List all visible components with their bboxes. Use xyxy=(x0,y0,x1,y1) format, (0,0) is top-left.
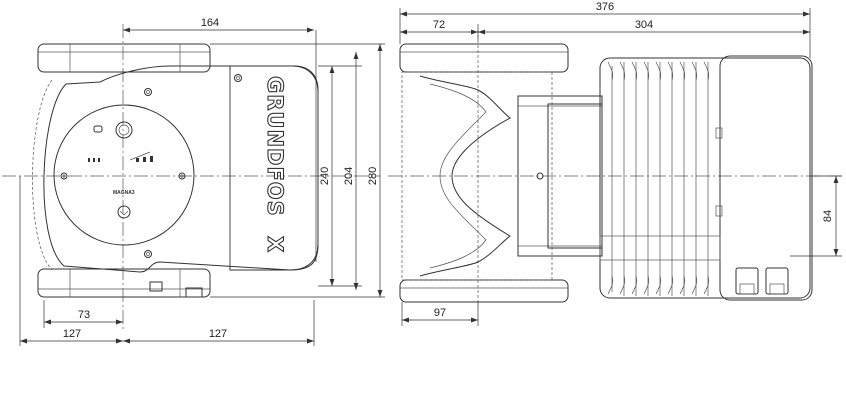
front-view: MAGNA3 GRUNDFOS X xyxy=(2,24,385,346)
front-bottom-tab xyxy=(149,281,163,292)
dimension-304-label: 304 xyxy=(635,19,653,31)
dimension-127-right: 127 xyxy=(123,328,314,344)
side-motor-endcap xyxy=(719,55,813,301)
control-indicator-bars xyxy=(88,151,153,162)
brand-logo: GRUNDFOS X xyxy=(262,75,287,253)
dimension-204-label: 204 xyxy=(343,167,355,185)
control-panel-label: MAGNA3 xyxy=(113,190,135,196)
dimension-240-label: 240 xyxy=(319,167,331,185)
brand-logo-mark: X xyxy=(263,236,287,253)
dimension-280: 280 xyxy=(367,44,383,297)
dimension-376-label: 376 xyxy=(596,1,614,13)
side-top-flange xyxy=(399,43,569,73)
front-hidden-volute xyxy=(32,79,53,271)
side-volute-profile xyxy=(419,75,511,277)
side-hidden-casing xyxy=(401,71,553,281)
control-panel-dial xyxy=(53,104,195,246)
front-bottom-tab xyxy=(185,287,203,298)
dimension-73: 73 xyxy=(44,309,123,325)
dimension-204: 204 xyxy=(343,52,359,290)
dimension-164: 164 xyxy=(123,17,314,33)
control-knob-top xyxy=(115,121,133,139)
control-button-small xyxy=(93,125,103,133)
brand-logo-text: GRUNDFOS xyxy=(263,76,287,217)
front-screws xyxy=(60,74,242,258)
side-view xyxy=(388,8,845,326)
dimension-164-label: 164 xyxy=(201,17,219,29)
side-cooling-fins xyxy=(599,61,723,296)
dimension-127-right-label: 127 xyxy=(209,328,227,340)
dimension-84-label: 84 xyxy=(822,210,834,222)
side-shaft-center xyxy=(536,172,544,180)
dimension-73-label: 73 xyxy=(78,309,90,321)
dimension-280-label: 280 xyxy=(367,167,379,185)
dimension-376: 376 xyxy=(400,1,810,17)
dimension-97: 97 xyxy=(402,307,478,323)
dimension-97-label: 97 xyxy=(434,307,446,319)
dimension-127-left-label: 127 xyxy=(63,328,81,340)
dimension-72: 72 xyxy=(400,19,478,35)
dimension-304: 304 xyxy=(478,19,810,35)
dimension-240: 240 xyxy=(319,66,335,286)
front-bottom-flange xyxy=(37,268,211,298)
dimension-84: 84 xyxy=(822,176,839,256)
side-terminal-connectors xyxy=(735,267,789,295)
side-bottom-flange xyxy=(399,279,569,303)
dimension-127-left: 127 xyxy=(20,328,123,344)
front-top-flange xyxy=(37,43,211,73)
control-knob-bottom xyxy=(117,205,131,219)
dimension-72-label: 72 xyxy=(433,19,445,31)
front-control-box xyxy=(229,65,319,271)
side-motor-body xyxy=(599,57,811,299)
